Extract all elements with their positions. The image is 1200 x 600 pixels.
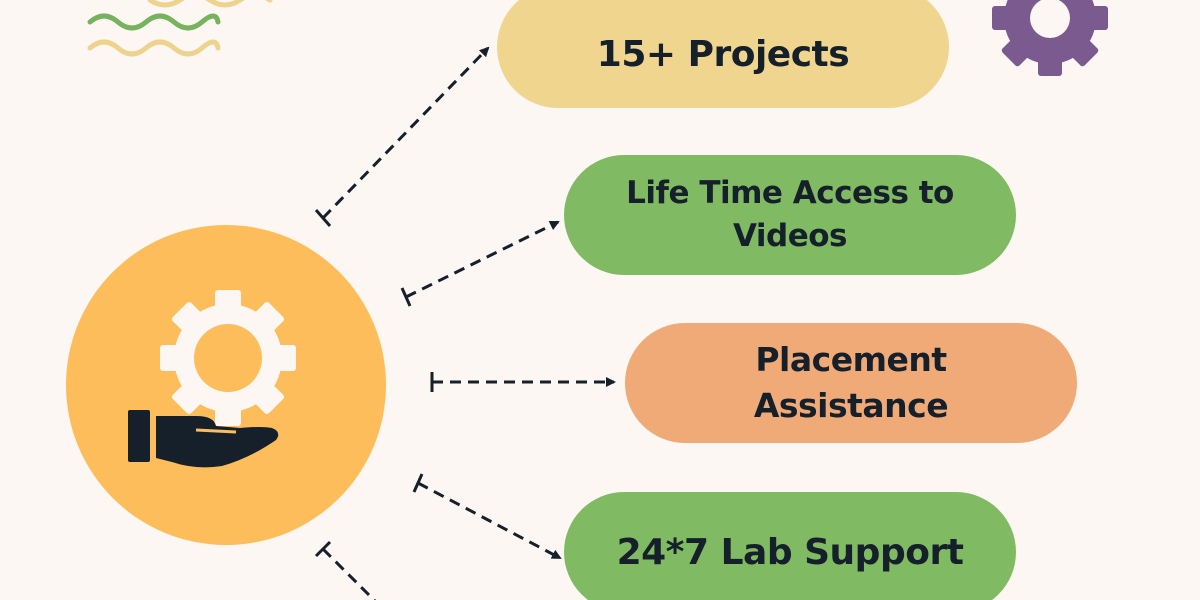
wave-decoration [87, 0, 273, 57]
hand-icon [128, 410, 279, 468]
connector-3 [430, 372, 616, 392]
gear-icon [992, 0, 1108, 76]
wave-line-yellow [87, 39, 221, 57]
connector-4 [412, 473, 562, 560]
wave-line-green [87, 13, 221, 31]
feature-pill-lifetime-access: Life Time Access to Videos [564, 155, 1016, 275]
connectors [314, 46, 616, 600]
feature-label-placement: Placement Assistance [753, 340, 949, 425]
feature-label-projects: 15+ Projects [596, 33, 850, 75]
wave-line-yellow-top [147, 0, 273, 8]
feature-label-lab-support: 24*7 Lab Support [616, 531, 964, 573]
connector-1 [314, 46, 490, 227]
feature-pill-lab-support: 24*7 Lab Support [564, 492, 1016, 600]
feature-label-lifetime-access: Life Time Access to Videos [626, 175, 954, 254]
connector-5 [314, 540, 377, 600]
connector-2 [400, 220, 560, 307]
feature-pill-placement: Placement Assistance [625, 323, 1077, 443]
gear-icon [160, 290, 296, 426]
feature-pill-projects: 15+ Projects [497, 0, 949, 108]
